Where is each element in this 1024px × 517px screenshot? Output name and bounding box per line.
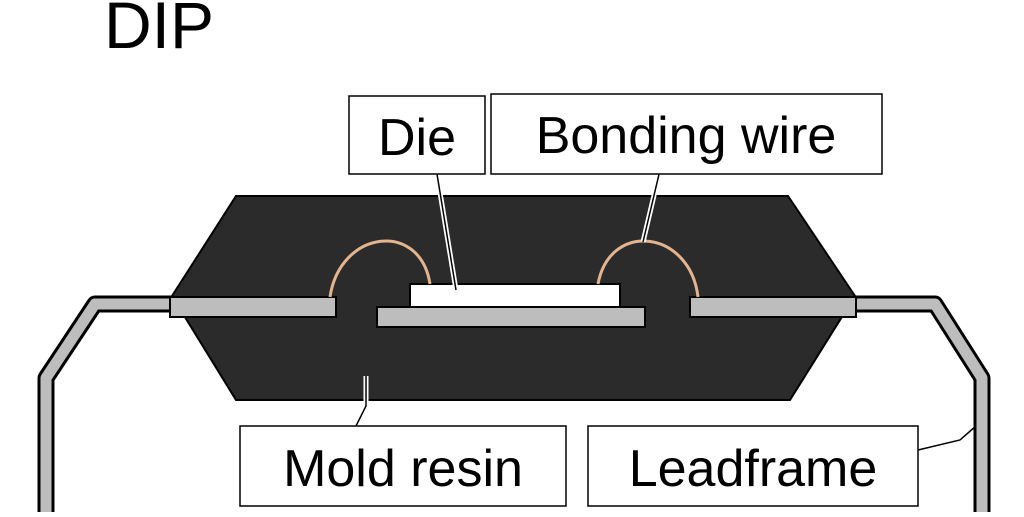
- left-inner-lead: [169, 296, 337, 318]
- label-die-text: Die: [378, 109, 456, 167]
- diagram-title: DIP: [104, 0, 214, 62]
- label-die: Die: [348, 95, 486, 175]
- mold-resin-leader-line-outline: [355, 376, 367, 427]
- left-outer-lead: [40, 298, 185, 517]
- label-mold-resin: Mold resin: [239, 425, 567, 507]
- label-leadframe-box: [587, 425, 919, 507]
- label-die-box: [348, 95, 486, 175]
- leadframe-leader-line: [917, 425, 977, 451]
- label-leadframe: Leadframe: [587, 425, 919, 507]
- label-bonding-wire-box: [490, 93, 883, 175]
- die-pad: [376, 306, 646, 328]
- right-bonding-wire: [596, 239, 700, 298]
- label-mold-resin-box: [239, 425, 567, 507]
- label-bonding-wire: Bonding wire: [490, 93, 883, 175]
- label-bonding-wire-text: Bonding wire: [536, 107, 837, 165]
- left-bonding-wire: [328, 239, 432, 298]
- label-leadframe-text: Leadframe: [629, 440, 878, 498]
- left-outer-lead-outline: [37, 295, 185, 517]
- outer-leads: [37, 295, 991, 517]
- die: [409, 283, 621, 308]
- right-inner-lead: [689, 296, 857, 318]
- label-mold-resin-text: Mold resin: [283, 440, 523, 498]
- right-outer-lead: [845, 298, 988, 517]
